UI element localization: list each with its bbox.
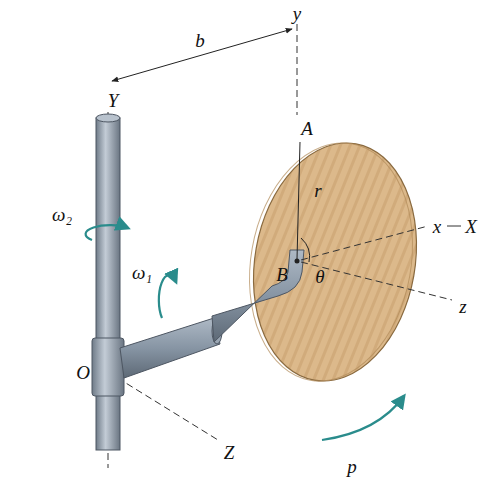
axis-label: ω₂	[52, 205, 72, 224]
axis-label: O	[76, 363, 90, 382]
axis-label: z	[459, 297, 466, 316]
axis-lines	[301, 226, 461, 300]
axis-label: θ	[315, 267, 324, 286]
horizontal-arm	[120, 318, 220, 378]
axis-label: x	[433, 217, 441, 236]
rotation-arrows	[86, 225, 404, 440]
axis-label: b	[195, 31, 205, 50]
axis-label: Z	[224, 443, 235, 462]
vertical-shaft	[96, 118, 120, 450]
axis-label: y	[293, 4, 301, 23]
dimension-line	[112, 29, 292, 81]
clevis-fork	[212, 250, 304, 342]
axis-label: B	[276, 265, 288, 284]
axis-label: Y	[108, 91, 119, 110]
axis-label: r	[314, 181, 321, 200]
disk	[235, 130, 434, 394]
radius-line	[297, 142, 300, 259]
axis-label: X	[465, 217, 477, 236]
collar	[92, 338, 124, 396]
axis-label: ω₁	[132, 263, 152, 282]
axis-label: A	[301, 119, 313, 138]
axis-label: p	[347, 457, 357, 476]
angle-arc	[301, 238, 310, 262]
center-point	[295, 259, 300, 264]
